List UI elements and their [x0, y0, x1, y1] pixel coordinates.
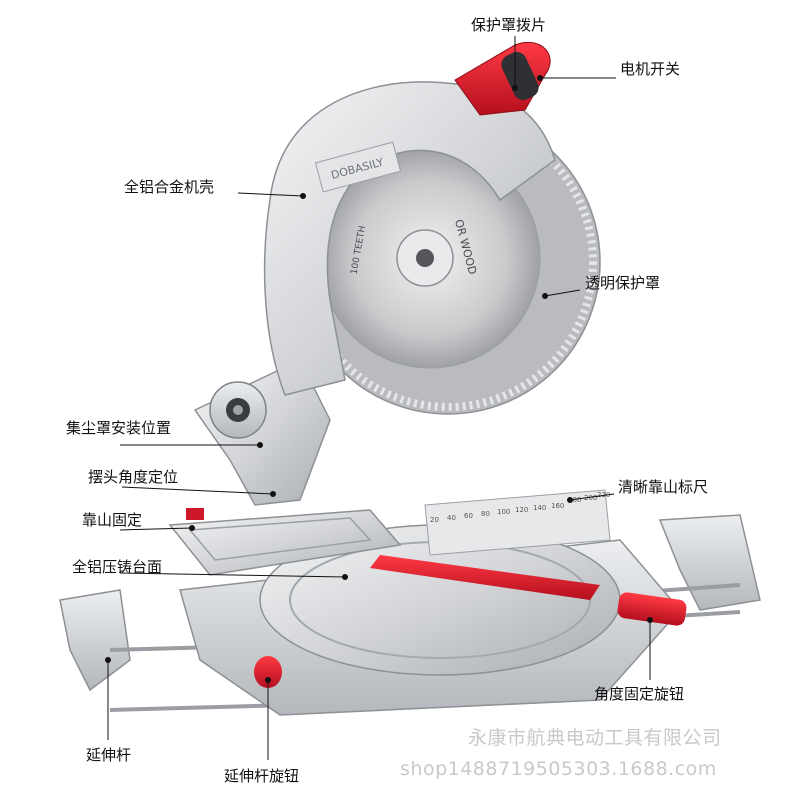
scale-number: 80	[481, 510, 490, 518]
scale-number: 140	[533, 504, 546, 512]
label-extension-knob: 延伸杆旋钮	[224, 767, 300, 785]
watermark-company: 永康市航典电动工具有限公司	[468, 727, 722, 749]
label-extension-rod: 延伸杆	[86, 746, 132, 764]
scale-number: 120	[515, 506, 528, 514]
callout-lines	[107, 36, 651, 760]
label-motor-switch: 电机开关	[620, 60, 681, 78]
label-housing: 全铝合金机壳	[124, 178, 215, 196]
label-angle-knob: 角度固定旋钮	[594, 685, 685, 703]
saw-arm	[193, 359, 331, 506]
label-clear-guard: 透明保护罩	[585, 274, 661, 292]
scale-number: 40	[447, 514, 456, 522]
label-die-cast-table: 全铝压铸台面	[72, 558, 163, 576]
scale-number: 200	[584, 494, 597, 502]
label-guard-lever: 保护罩拨片	[471, 16, 547, 34]
label-fence-clamp: 靠山固定	[82, 511, 143, 529]
label-dust-mount: 集尘罩安装位置	[66, 419, 172, 437]
callout-dots	[105, 75, 653, 683]
scale-number: 60	[464, 512, 473, 520]
scale-number: 20	[430, 516, 439, 524]
scale-number: 160	[551, 502, 564, 510]
scale-number: 180	[568, 496, 581, 504]
base-assembly	[59, 489, 761, 716]
scale-number: 100	[497, 508, 510, 516]
saw-head: DOBASILY OR WOOD 100 TEETH	[263, 41, 601, 415]
label-clear-scale: 清晰靠山标尺	[618, 478, 709, 496]
label-bevel-lock: 摆头角度定位	[88, 468, 179, 486]
watermark-shop: shop1488719505303.1688.com	[400, 758, 717, 780]
